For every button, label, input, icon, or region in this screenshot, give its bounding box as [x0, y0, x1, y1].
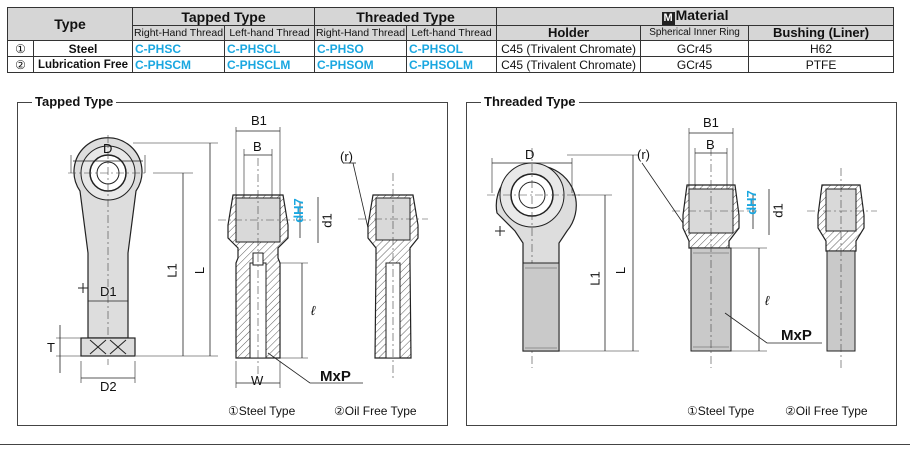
- dim-label: D1: [100, 284, 117, 299]
- dim-label: W: [251, 373, 264, 388]
- bottom-divider: [0, 444, 910, 445]
- dim-label: B: [253, 139, 262, 154]
- tapped-type-header: Tapped Type: [132, 7, 316, 26]
- dim-label: (r): [637, 147, 650, 162]
- tapped-type-title: Tapped Type: [32, 94, 117, 109]
- dim-label: B: [706, 137, 715, 152]
- inner-ring-material: GCr45: [640, 56, 750, 73]
- bushing-material: H62: [748, 40, 895, 57]
- dim-label: MxP: [320, 368, 351, 385]
- bushing-material: PTFE: [748, 56, 895, 73]
- caption-steel-type: ①Steel Type: [228, 404, 296, 418]
- threaded-section-view-oil-free: [807, 168, 877, 368]
- tapped-rod-end-side-view: [56, 135, 218, 383]
- caption-oil-free-type: ②Oil Free Type: [785, 404, 868, 418]
- dim-label: dH7: [290, 198, 306, 223]
- material-icon: M: [661, 12, 675, 25]
- bushing-header: Bushing (Liner): [748, 25, 895, 41]
- threaded-right-header: Right-Hand Thread: [314, 25, 408, 41]
- dim-label: ℓ: [311, 303, 316, 318]
- threaded-type-title: Threaded Type: [481, 94, 579, 109]
- holder-material: C45 (Trivalent Chromate): [496, 56, 642, 73]
- caption-steel-type: ①Steel Type: [687, 404, 755, 418]
- table-row: ② Lubrication Free C-PHSCM C-PHSCLM C-PH…: [7, 56, 895, 73]
- dim-label: d1: [770, 203, 786, 218]
- tapped-left-header: Left-hand Thread: [224, 25, 316, 41]
- dim-label: dH7: [743, 190, 759, 215]
- threaded-left-header: Left-hand Thread: [406, 25, 498, 41]
- inner-ring-header: Spherical Inner Ring: [640, 25, 750, 41]
- part-code-link[interactable]: C-PHSCL: [224, 40, 316, 57]
- tapped-type-panel: Tapped Type: [17, 94, 448, 426]
- holder-header: Holder: [496, 25, 642, 41]
- threaded-rod-end-side-view: [487, 148, 639, 368]
- dim-label: L1: [587, 271, 603, 286]
- row-number: ②: [7, 56, 34, 73]
- dim-label: L: [613, 266, 629, 275]
- tapped-type-drawing: [56, 127, 428, 388]
- part-code-link[interactable]: C-PHSOL: [406, 40, 498, 57]
- part-code-link[interactable]: C-PHSC: [132, 40, 226, 57]
- dim-label: MxP: [781, 327, 812, 344]
- dim-label: T: [47, 340, 55, 355]
- dim-label: B1: [703, 115, 719, 130]
- dim-label: L1: [164, 263, 180, 278]
- dim-label: ℓ: [765, 293, 770, 308]
- tapped-section-view-oil-free: [343, 162, 428, 378]
- row-type: Lubrication Free: [32, 56, 134, 73]
- threaded-type-drawing: [487, 128, 877, 368]
- dim-label: d1: [319, 213, 335, 228]
- caption-oil-free-type: ②Oil Free Type: [334, 404, 417, 418]
- tapped-right-header: Right-Hand Thread: [132, 25, 226, 41]
- part-code-link[interactable]: C-PHSCM: [132, 56, 226, 73]
- threaded-type-panel: Threaded Type: [466, 94, 897, 426]
- dim-label: D: [525, 147, 535, 162]
- part-code-link[interactable]: C-PHSOLM: [406, 56, 498, 73]
- tapped-section-view-steel: [218, 127, 363, 388]
- dim-label: L: [192, 266, 208, 275]
- dim-label: D2: [100, 379, 117, 394]
- row-type: Steel: [32, 40, 134, 57]
- holder-material: C45 (Trivalent Chromate): [496, 40, 642, 57]
- threaded-section-view-steel: [641, 128, 822, 368]
- part-code-link[interactable]: C-PHSO: [314, 40, 408, 57]
- dim-label: D: [103, 141, 113, 156]
- dim-label: (r): [340, 149, 353, 164]
- part-code-link[interactable]: C-PHSCLM: [224, 56, 316, 73]
- part-code-link[interactable]: C-PHSOM: [314, 56, 408, 73]
- row-number: ①: [7, 40, 34, 57]
- type-header: Type: [6, 7, 134, 41]
- threaded-type-header: Threaded Type: [314, 7, 498, 26]
- inner-ring-material: GCr45: [640, 40, 750, 57]
- table-row: ① Steel C-PHSC C-PHSCL C-PHSO C-PHSOL C4…: [7, 40, 895, 57]
- dim-label: B1: [251, 113, 267, 128]
